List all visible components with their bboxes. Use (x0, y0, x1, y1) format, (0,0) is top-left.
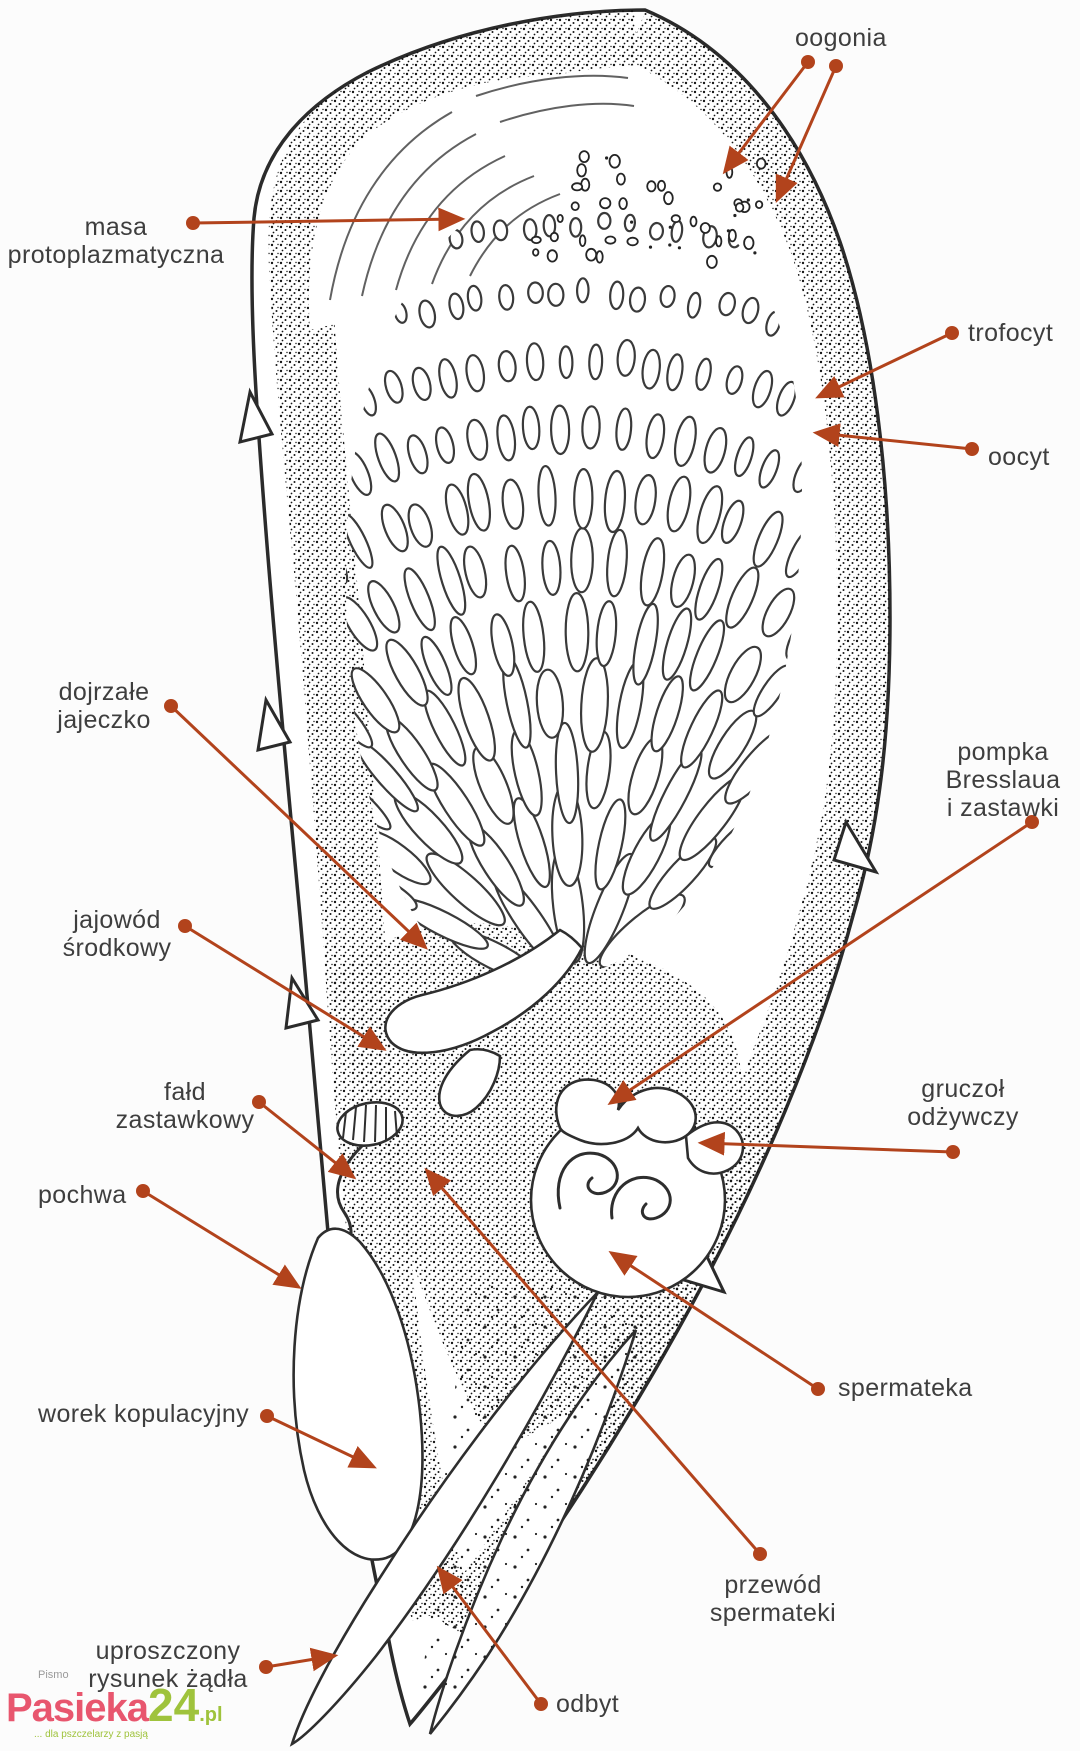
sting-blade (289, 1291, 600, 1747)
protoplasm-striations (329, 74, 635, 301)
label-pochwa: pochwa (38, 1181, 302, 1289)
label-text: trofocyt (968, 319, 1053, 347)
label-text: pochwa (38, 1181, 127, 1209)
median-oviduct (384, 928, 584, 1055)
leader-dot (801, 55, 815, 69)
leader-dot (946, 1145, 960, 1159)
leader-dot (753, 1547, 767, 1561)
leader-dot (136, 1184, 150, 1198)
label-worek-kopulacyjny: worek kopulacyjny (37, 1400, 377, 1469)
leader-arrow (697, 1131, 954, 1156)
nutrient-gland-lobe (684, 1121, 745, 1175)
leader-dot (811, 1382, 825, 1396)
protoplasm-mass (308, 74, 592, 330)
leader-arrow (815, 331, 953, 399)
pasieka24-logo: Pismo Pasieka24.pl ... dla pszczelarzy z… (6, 1670, 223, 1740)
leader-arrow (812, 423, 973, 451)
logo-tld: .pl (199, 1704, 223, 1726)
label-text: spermateka (838, 1374, 973, 1402)
leader-arrow (775, 65, 838, 203)
label-text: worek kopulacyjny (37, 1400, 249, 1428)
valve-stripes (342, 1104, 398, 1143)
leader-arrow (436, 1565, 543, 1705)
label-odbyt: odbyt (436, 1565, 619, 1718)
leader-arrow (266, 1414, 377, 1469)
sting-stylet-texture (430, 1330, 636, 1734)
leader-arrow (192, 207, 466, 232)
leader-dot (178, 919, 192, 933)
leader-dot (260, 1409, 274, 1423)
leader-dot (252, 1095, 266, 1109)
leader-dot (186, 216, 200, 230)
leader-arrow (265, 1647, 339, 1672)
leader-dot (945, 326, 959, 340)
logo-wordmark: Pasieka24.pl (6, 1682, 223, 1728)
oogonia-dots (530, 150, 767, 269)
label-trofocyt: trofocyt (815, 319, 1053, 399)
leader-dot (965, 442, 979, 456)
label-spermateka: spermateka (608, 1251, 973, 1402)
leader-arrow (608, 1251, 819, 1391)
label-oocyt: oocyt (812, 423, 1050, 471)
leader-arrow (184, 924, 387, 1051)
leader-arrow (424, 1167, 762, 1555)
label-oogonia: oogonia (722, 24, 887, 203)
leader-dot (1025, 815, 1039, 829)
leader-dot (534, 1697, 548, 1711)
leader-dot (164, 699, 178, 713)
logo-number: 24 (148, 1679, 200, 1731)
leader-arrow (169, 704, 428, 950)
gland-coil-1 (556, 1151, 619, 1210)
leader-arrow (142, 1189, 302, 1289)
leader-arrow (607, 820, 1033, 1105)
leader-dot (829, 59, 843, 73)
tergite-notch-left-2 (256, 695, 293, 753)
logo-name: Pasieka (6, 1686, 149, 1730)
tergite-flap-right-1 (832, 818, 880, 875)
ovary-egg-cells (345, 211, 802, 981)
leader-dot (259, 1660, 273, 1674)
leader-arrow (722, 61, 810, 175)
spermatheca-glands (554, 1078, 697, 1146)
label-text: oocyt (988, 443, 1050, 471)
leader-arrow (258, 1100, 357, 1180)
reproductive-organs (289, 928, 745, 1747)
logo-pismo-text: Pismo (38, 1669, 69, 1681)
label-text: odbyt (556, 1690, 619, 1718)
logo-tagline: ... dla pszczelarzy z pasją (34, 1729, 148, 1740)
oviduct-loop (437, 1047, 502, 1118)
gland-coil-2 (610, 1175, 672, 1221)
tergite-notch-left-1 (238, 387, 275, 445)
label-text: oogonia (795, 24, 887, 52)
